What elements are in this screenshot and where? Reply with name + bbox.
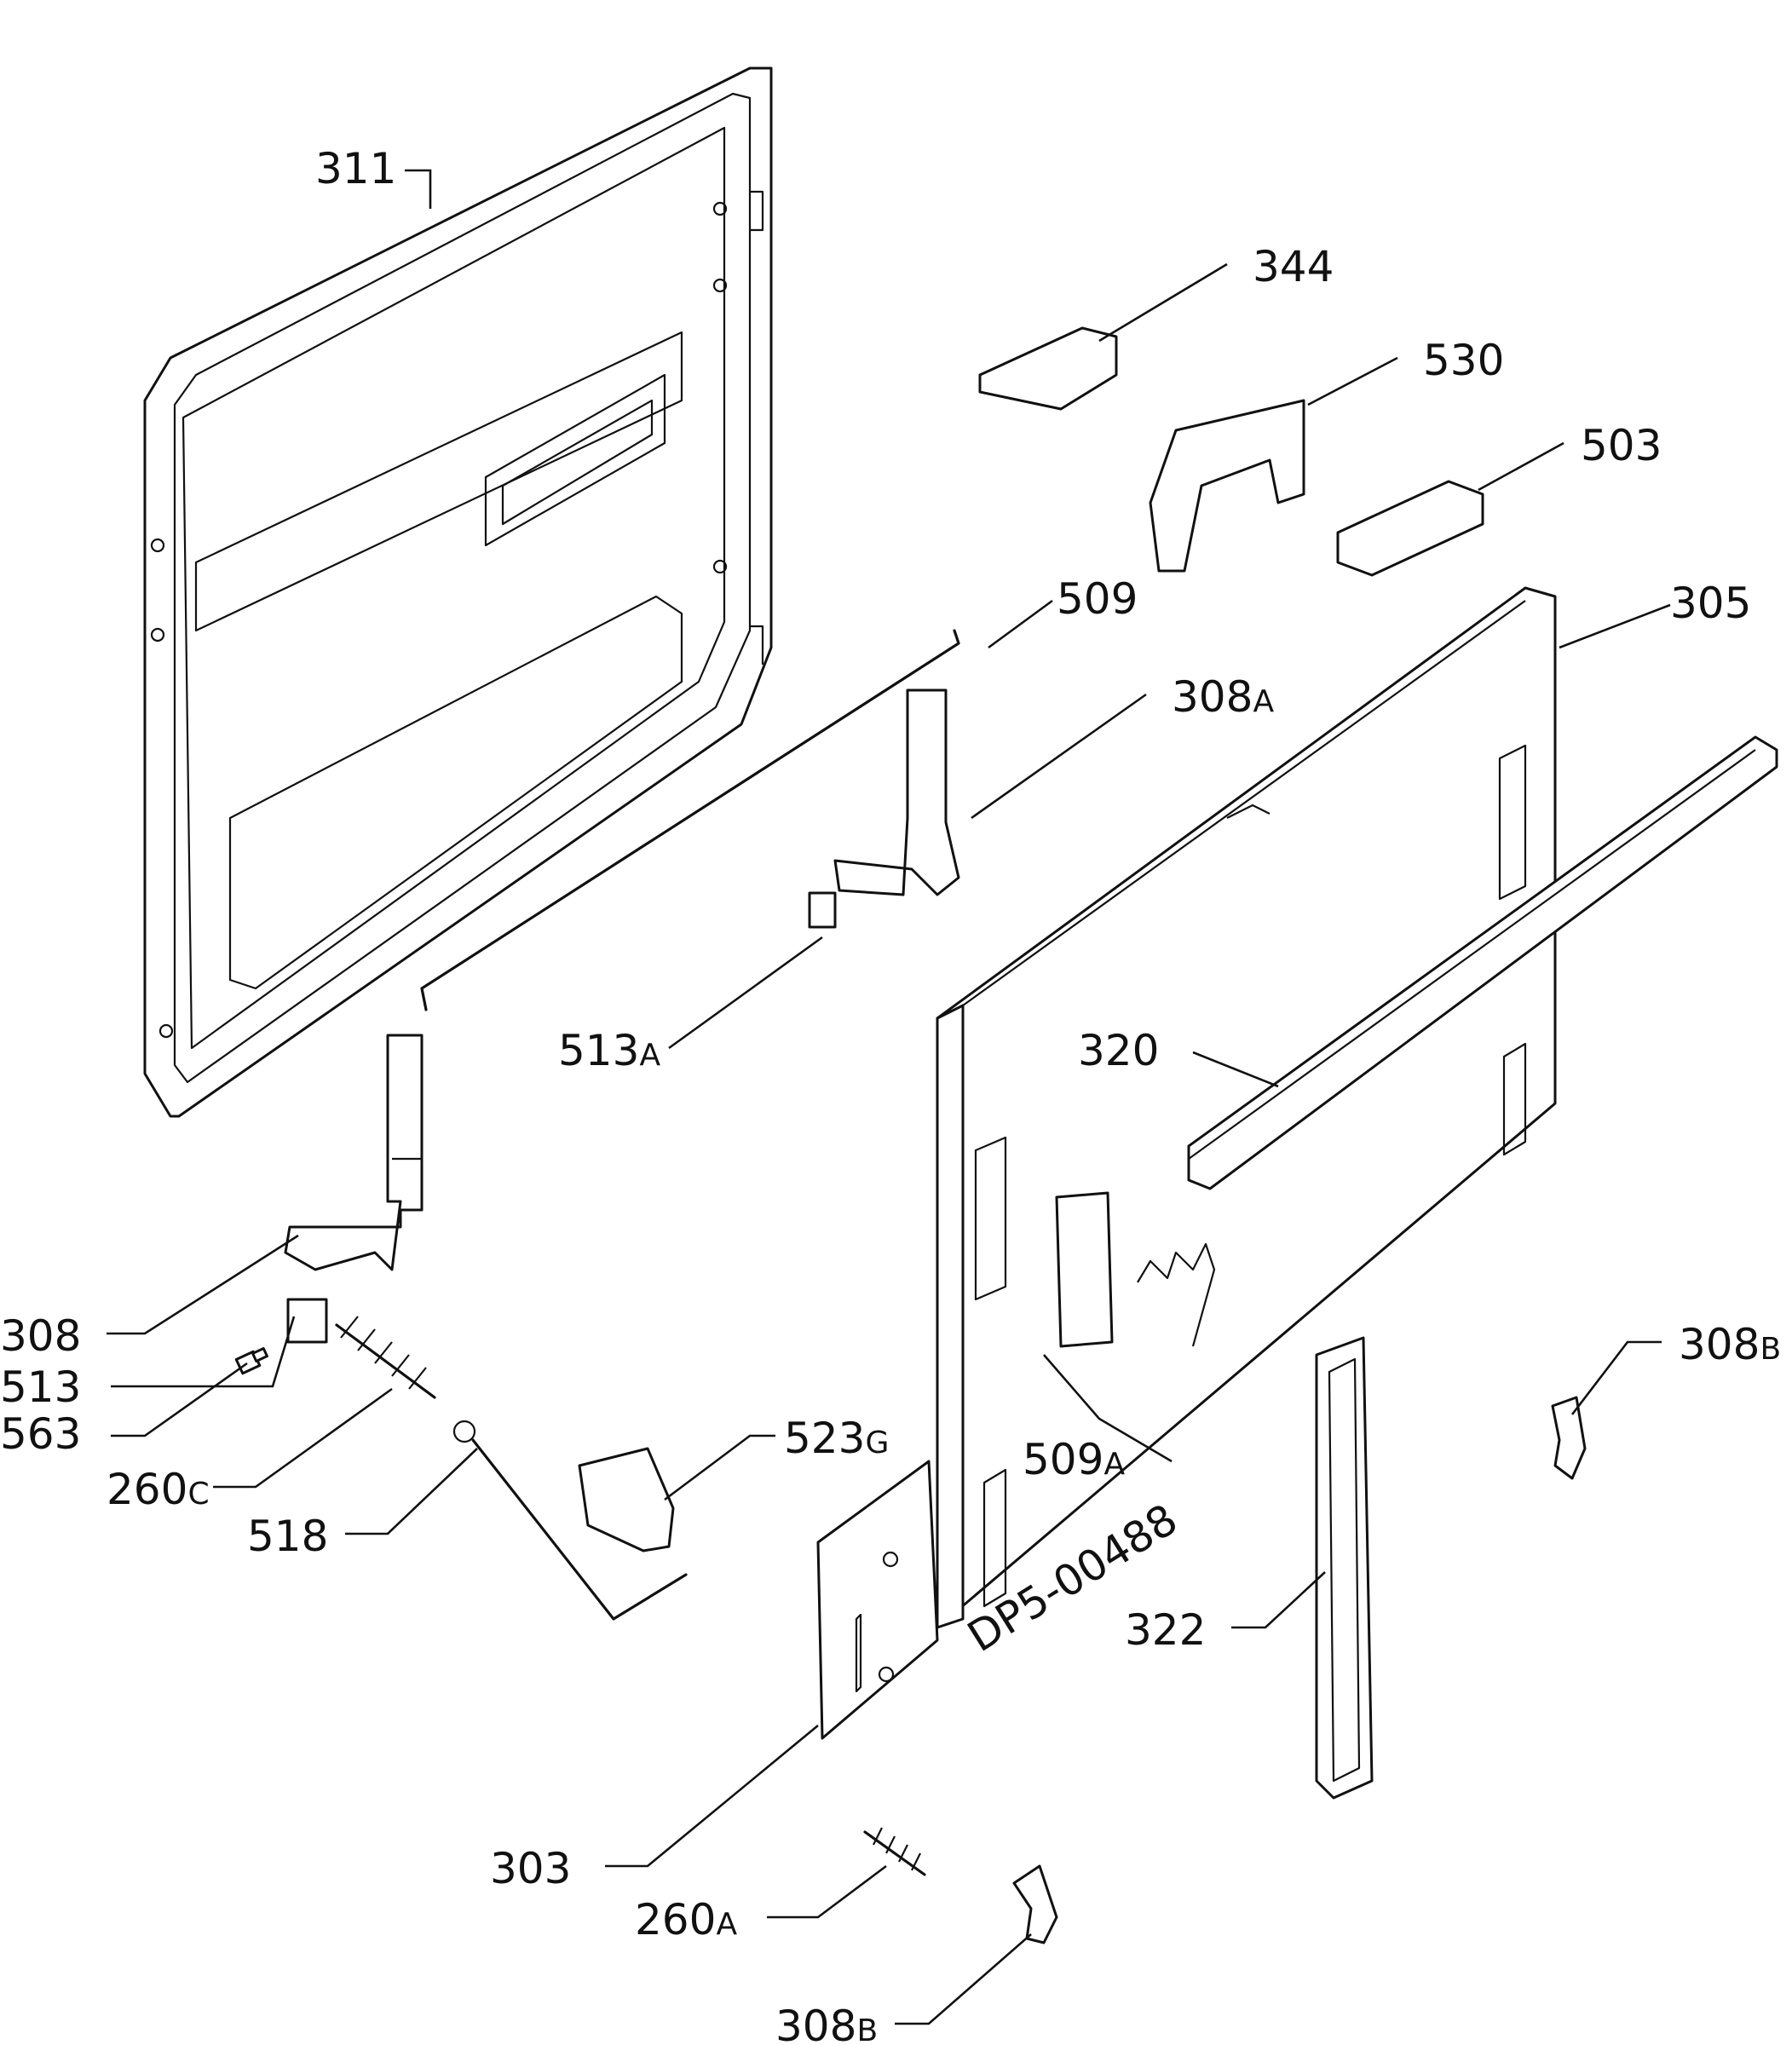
part-308a-hinge xyxy=(833,688,960,896)
label-513: 513 xyxy=(0,1362,81,1412)
part-308-hinge xyxy=(284,1034,424,1271)
part-311-inner-door xyxy=(143,66,773,1118)
label-311: 311 xyxy=(315,144,396,193)
part-labels: 311 344 530 503 509 305 308A 513A 320 30… xyxy=(0,144,1781,2045)
label-260c: 260C xyxy=(107,1465,210,1514)
label-563: 563 xyxy=(0,1409,81,1459)
part-308b-bottom xyxy=(1012,1864,1058,1944)
part-260c-spring xyxy=(335,1316,436,1399)
label-308: 308 xyxy=(0,1311,81,1361)
part-503 xyxy=(1336,480,1484,577)
label-260a: 260A xyxy=(635,1895,737,1944)
part-260a-spring xyxy=(863,1827,926,1876)
label-305: 305 xyxy=(1670,579,1751,628)
label-308b-bottom: 308B xyxy=(775,2002,878,2045)
part-509a-springs xyxy=(1055,1191,1216,1348)
part-320-rail xyxy=(1187,735,1778,1190)
label-509: 509 xyxy=(1057,574,1138,624)
label-322: 322 xyxy=(1125,1605,1206,1655)
part-530 xyxy=(1149,399,1305,573)
part-322-bar xyxy=(1315,1336,1374,1800)
label-530: 530 xyxy=(1423,336,1504,385)
part-303-plate xyxy=(816,1460,939,1740)
label-308b-right: 308B xyxy=(1679,1320,1781,1369)
label-303: 303 xyxy=(490,1844,571,1893)
label-503: 503 xyxy=(1581,421,1662,470)
part-308b-right xyxy=(1551,1396,1587,1480)
part-513a-block xyxy=(808,891,837,929)
label-518: 518 xyxy=(247,1512,328,1561)
part-509-wire xyxy=(420,629,960,1011)
label-308a: 308A xyxy=(1172,672,1274,722)
label-523g: 523G xyxy=(784,1414,889,1463)
part-523g-catch xyxy=(578,1447,675,1552)
part-344 xyxy=(978,326,1118,411)
part-513-block xyxy=(286,1298,328,1344)
part-518-rod xyxy=(452,1420,688,1621)
label-509a: 509A xyxy=(1023,1435,1125,1484)
label-513a: 513A xyxy=(558,1026,660,1075)
part-563-screw xyxy=(234,1347,268,1375)
label-320: 320 xyxy=(1078,1026,1159,1075)
label-344: 344 xyxy=(1253,242,1334,291)
leader-lines xyxy=(107,169,1671,2025)
